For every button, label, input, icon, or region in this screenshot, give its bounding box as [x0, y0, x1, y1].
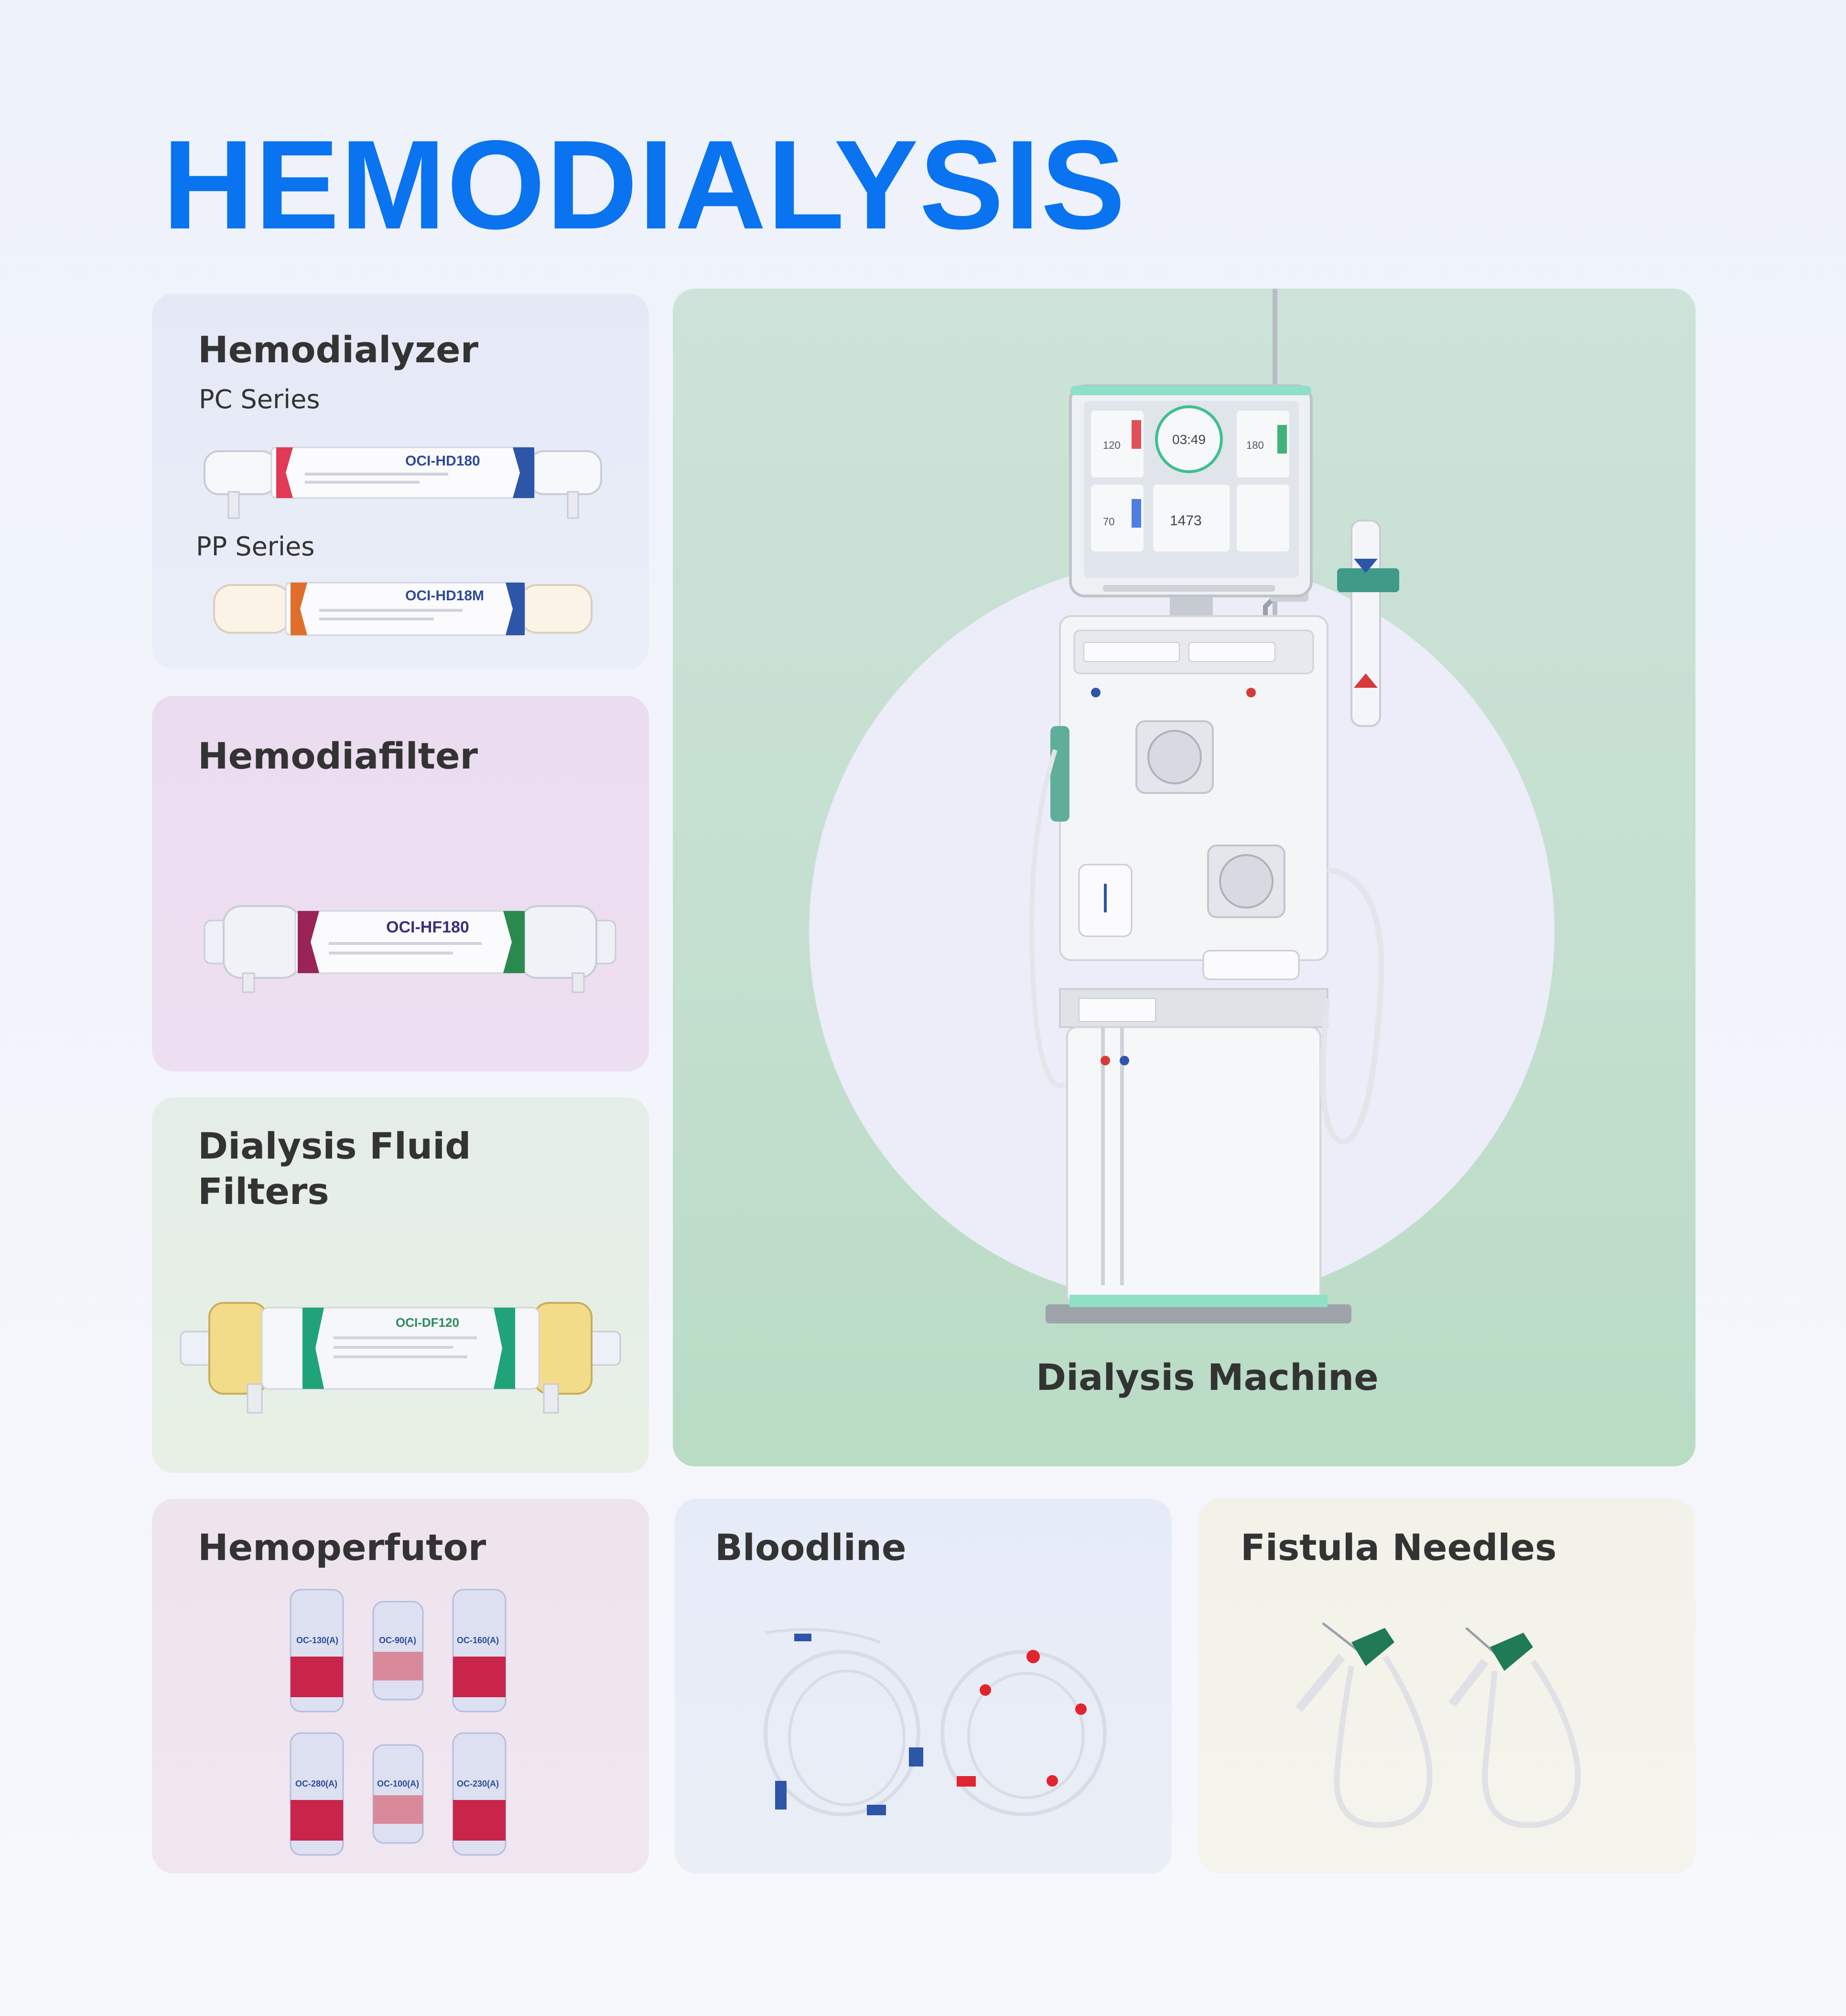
hemodialyzer-pc-image: OCI-HD180	[204, 446, 602, 519]
cartridge-6-label: OC-230(A)	[457, 1779, 499, 1788]
cartridge-1-label: OC-130(A)	[296, 1636, 338, 1645]
hemoperfutor-label: Hemoperfutor	[198, 1526, 486, 1569]
hemodialyzer-pp-image: OCI-HD18M	[213, 582, 593, 636]
hemodiafilter-image: OCI-HF180	[204, 905, 616, 993]
cartridge-2: OC-90(A)	[372, 1601, 424, 1701]
pc-series-label: PC Series	[199, 384, 320, 414]
card-dialysis-machine[interactable]: 120 03:49 180 70 1473	[673, 289, 1695, 1466]
dialysis-machine-image: 120 03:49 180 70 1473	[1029, 289, 1399, 1323]
screen-value-4: 1473	[1170, 513, 1202, 529]
bloodline-image	[764, 1628, 1107, 1816]
fluid-filter-image: OCI-DF120	[180, 1302, 621, 1414]
cartridge-2-label: OC-90(A)	[379, 1636, 416, 1645]
bloodline-label: Bloodline	[715, 1526, 907, 1569]
screen-value-2: 180	[1246, 439, 1264, 451]
card-fluid-filters[interactable]: Dialysis Fluid Filters OCI-DF120	[152, 1097, 649, 1473]
card-hemodialyzer[interactable]: Hemodialyzer PC Series OCI-HD180 PP Seri…	[152, 293, 649, 669]
fluid-filter-text: OCI-DF120	[396, 1315, 459, 1330]
dialysis-machine-label: Dialysis Machine	[1036, 1356, 1379, 1398]
cartridge-3-label: OC-160(A)	[457, 1636, 499, 1645]
cartridge-1: OC-130(A)	[290, 1589, 344, 1713]
card-fistula-needles[interactable]: Fistula Needles	[1198, 1499, 1695, 1874]
card-hemodiafilter[interactable]: Hemodiafilter OCI-HF180	[152, 696, 649, 1072]
cartridge-5: OC-100(A)	[372, 1744, 424, 1844]
fluid-filters-label: Dialysis Fluid Filters	[198, 1125, 471, 1213]
cartridge-5-label: OC-100(A)	[377, 1779, 419, 1788]
screen-value-3: 70	[1103, 516, 1114, 528]
card-bloodline[interactable]: Bloodline	[675, 1499, 1172, 1874]
hemodiafilter-label: Hemodiafilter	[198, 735, 478, 777]
hemodialyzer-pc-text: OCI-HD180	[405, 453, 480, 469]
card-hemoperfutor[interactable]: Hemoperfutor OC-130(A) OC-90(A) OC-160(A…	[152, 1499, 649, 1874]
screen-time: 03:49	[1172, 432, 1206, 447]
fistula-needles-image	[1295, 1622, 1581, 1828]
cartridge-4-label: OC-280(A)	[295, 1779, 337, 1788]
fistula-needles-label: Fistula Needles	[1241, 1526, 1557, 1569]
hemodiafilter-text: OCI-HF180	[386, 918, 469, 936]
screen-value-1: 120	[1103, 439, 1121, 451]
page-title: HEMODIALYSIS	[162, 114, 1126, 256]
hemodialyzer-label: Hemodialyzer	[198, 328, 479, 371]
cartridge-3: OC-160(A)	[452, 1589, 507, 1713]
pp-series-label: PP Series	[196, 531, 315, 562]
cartridge-6: OC-230(A)	[452, 1732, 507, 1856]
cartridge-4: OC-280(A)	[290, 1732, 344, 1856]
hemoperfutor-image: OC-130(A) OC-90(A) OC-160(A) OC-280(A) O…	[290, 1589, 507, 1856]
hemodialyzer-pp-text: OCI-HD18M	[405, 588, 484, 604]
needle-2	[1448, 1627, 1581, 1828]
needle-1	[1295, 1622, 1433, 1828]
